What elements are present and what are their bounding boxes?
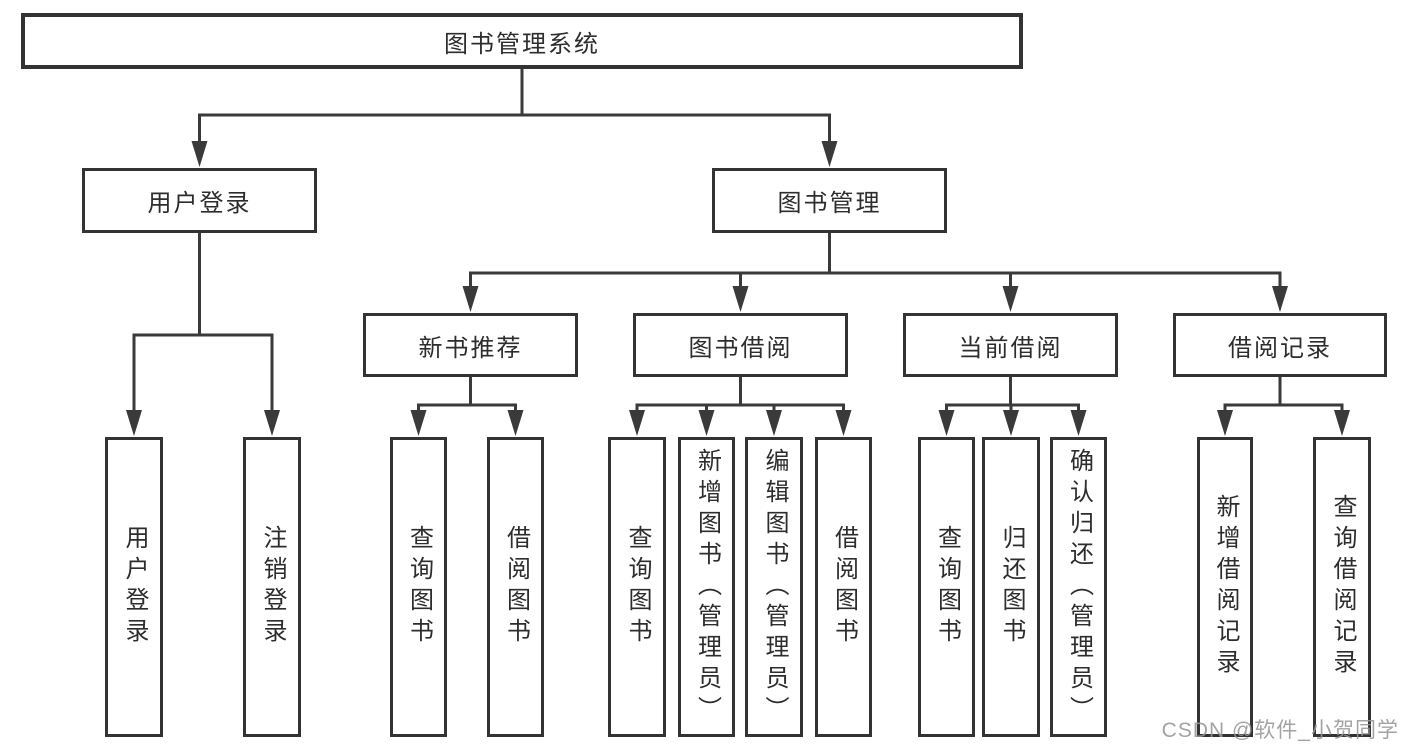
arrowhead-icon-book-mgmt [821, 141, 838, 167]
arrowhead-icon-leaf-borrow-books-rec [507, 410, 524, 436]
node-leaf-query-books-borrow: 查询图书 [608, 437, 666, 737]
arrowhead-icon-borrow-records [1272, 286, 1288, 312]
node-leaf-query-books-current: 查询图书 [918, 437, 975, 737]
node-label-borrow-records: 借阅记录 [1228, 334, 1332, 362]
arrowhead-icon-leaf-return-books [1003, 410, 1019, 436]
node-label-leaf-borrow-books-borrow: 借阅图书 [830, 525, 858, 649]
node-leaf-borrow-books-borrow: 借阅图书 [815, 437, 872, 737]
node-label-leaf-add-books: 新增图书（管理员） [693, 447, 721, 727]
arrowhead-icon-leaf-add-books [698, 410, 715, 436]
node-label-leaf-logout: 注销登录 [259, 525, 286, 649]
node-borrow-records: 借阅记录 [1173, 313, 1387, 377]
arrowhead-icon-leaf-add-borrow-record [1217, 410, 1233, 436]
arrowhead-icon-new-book-rec [462, 286, 479, 312]
node-root: 图书管理系统 [21, 13, 1023, 69]
node-label-user-login: 用户登录 [147, 190, 252, 217]
node-label-root: 图书管理系统 [444, 30, 600, 58]
node-leaf-return-books: 归还图书 [982, 437, 1040, 737]
node-label-leaf-add-borrow-record: 新增借阅记录 [1212, 494, 1239, 680]
node-user-login: 用户登录 [82, 168, 317, 233]
arrowhead-icon-leaf-edit-books [766, 410, 782, 436]
arrowhead-icon-current-borrow [1002, 286, 1019, 312]
node-label-leaf-return-books: 归还图书 [998, 525, 1025, 649]
arrowhead-icon-leaf-confirm-return [1070, 410, 1087, 436]
arrowhead-icon-leaf-user-login [126, 410, 142, 436]
node-book-mgmt: 图书管理 [712, 168, 947, 233]
arrowhead-icon-leaf-query-books-borrow [629, 410, 645, 436]
node-new-book-rec: 新书推荐 [363, 313, 578, 377]
node-label-leaf-confirm-return: 确认归还（管理员） [1065, 447, 1093, 727]
node-label-leaf-query-books-current: 查询图书 [933, 525, 961, 649]
node-label-leaf-query-books-borrow: 查询图书 [624, 525, 651, 649]
node-label-new-book-rec: 新书推荐 [418, 334, 523, 362]
node-leaf-edit-books: 编辑图书（管理员） [745, 437, 803, 737]
arrowhead-icon-leaf-borrow-books-borrow [835, 410, 852, 436]
node-label-current-borrow: 当前借阅 [958, 334, 1063, 362]
arrowhead-icon-leaf-query-books-current [938, 410, 955, 436]
node-label-book-borrow: 图书借阅 [688, 334, 793, 362]
node-leaf-add-books: 新增图书（管理员） [678, 437, 735, 737]
node-leaf-borrow-books-rec: 借阅图书 [487, 437, 544, 737]
node-leaf-confirm-return: 确认归还（管理员） [1050, 437, 1107, 737]
node-leaf-query-books-rec: 查询图书 [390, 437, 447, 737]
node-leaf-add-borrow-record: 新增借阅记录 [1197, 437, 1253, 737]
node-book-borrow: 图书借阅 [633, 313, 848, 377]
node-current-borrow: 当前借阅 [903, 313, 1118, 377]
arrowhead-icon-leaf-logout [264, 410, 280, 436]
node-label-leaf-edit-books: 编辑图书（管理员） [761, 447, 788, 727]
arrowhead-icon-leaf-query-borrow-record [1334, 410, 1350, 436]
node-label-leaf-query-books-rec: 查询图书 [405, 525, 433, 649]
watermark: CSDN @软件_小贺同学 [1161, 719, 1399, 742]
node-leaf-user-login: 用户登录 [105, 437, 163, 737]
arrowhead-icon-user-login [191, 141, 208, 167]
node-label-leaf-borrow-books-rec: 借阅图书 [502, 525, 530, 649]
node-leaf-query-borrow-record: 查询借阅记录 [1313, 437, 1371, 737]
node-label-leaf-user-login: 用户登录 [121, 525, 148, 649]
arrowhead-icon-book-borrow [732, 286, 749, 312]
node-label-book-mgmt: 图书管理 [777, 190, 882, 217]
arrowhead-icon-leaf-query-books-rec [410, 410, 427, 436]
node-label-leaf-query-borrow-record: 查询借阅记录 [1329, 494, 1356, 680]
node-leaf-logout: 注销登录 [243, 437, 301, 737]
